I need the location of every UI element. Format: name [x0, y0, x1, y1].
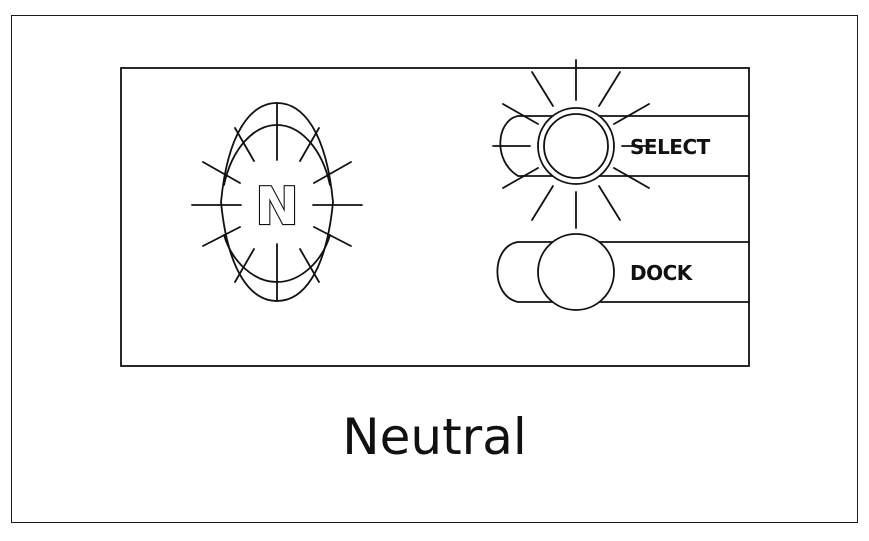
- dock-button-ring: [537, 233, 615, 311]
- dock-button[interactable]: DOCK: [496, 233, 750, 311]
- indicator-letter: N: [255, 177, 299, 237]
- outer-frame: [11, 15, 858, 523]
- control-panel: [120, 67, 750, 367]
- dock-button-label: DOCK: [630, 261, 694, 285]
- indicator-lens-outer: [220, 102, 334, 302]
- dock-button-sleeve: [496, 241, 750, 303]
- indicator-flash-rays: [191, 102, 363, 302]
- select-flash-rays: [492, 59, 654, 229]
- select-button-cap: [543, 113, 609, 179]
- select-button-label: SELECT: [630, 135, 711, 159]
- neutral-indicator: [191, 102, 363, 302]
- select-button-sleeve: [499, 115, 750, 177]
- select-button-ring: [537, 107, 615, 185]
- select-button[interactable]: SELECT: [492, 59, 750, 229]
- mode-caption: Neutral: [342, 408, 527, 466]
